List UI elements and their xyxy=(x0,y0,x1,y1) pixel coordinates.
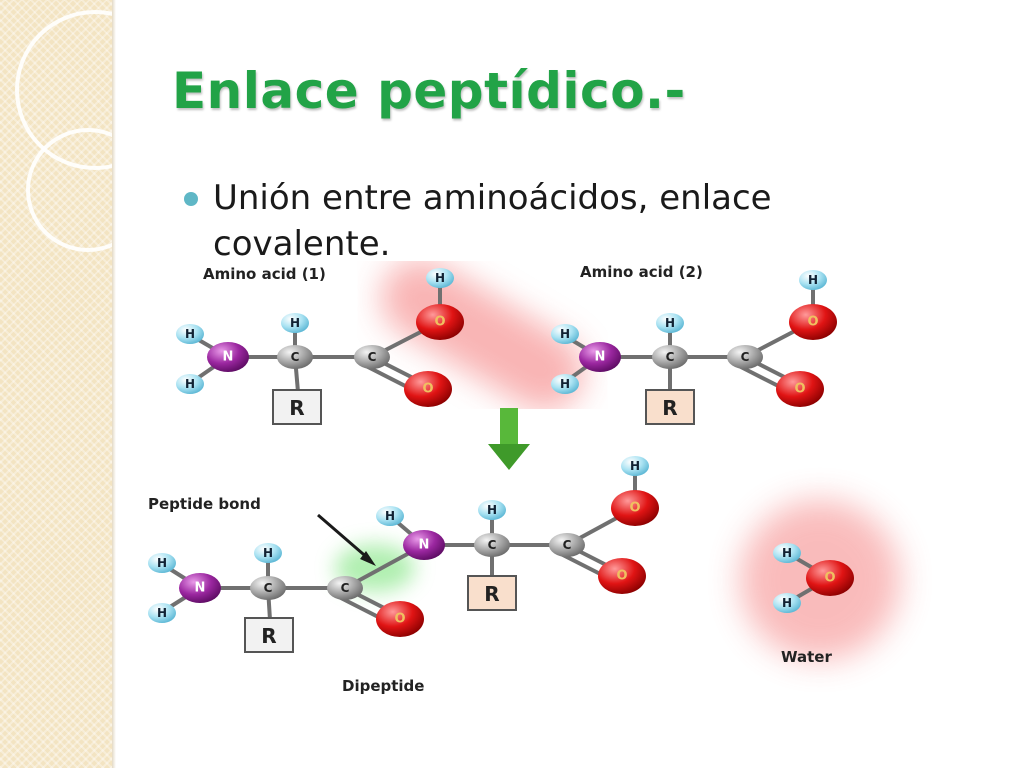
svg-text:H: H xyxy=(157,556,167,570)
svg-text:O: O xyxy=(434,315,445,330)
svg-text:H: H xyxy=(782,546,792,560)
svg-text:O: O xyxy=(824,571,835,586)
oxygen-atom: O xyxy=(776,371,824,407)
hydrogen-atom: H xyxy=(376,506,404,526)
label-dipeptide: Dipeptide xyxy=(342,677,424,695)
hydrogen-atom: H xyxy=(478,500,506,520)
oxygen-atom: O xyxy=(376,601,424,637)
svg-text:H: H xyxy=(185,377,195,391)
svg-text:O: O xyxy=(807,315,818,330)
label-amino-acid-1: Amino acid (1) xyxy=(203,265,326,283)
svg-text:H: H xyxy=(665,316,675,330)
side-strip-edge xyxy=(112,0,116,768)
hydrogen-atom: H xyxy=(551,374,579,394)
svg-text:C: C xyxy=(291,350,300,364)
carbon-atom: C xyxy=(549,533,585,557)
svg-text:H: H xyxy=(290,316,300,330)
slide-title: Enlace peptídico.- xyxy=(172,62,686,120)
svg-text:N: N xyxy=(223,350,234,365)
nitrogen-atom: N xyxy=(207,342,249,372)
svg-text:H: H xyxy=(782,596,792,610)
r-group-dipeptide-2: R xyxy=(467,575,517,611)
oxygen-atom: O xyxy=(404,371,452,407)
svg-text:C: C xyxy=(341,581,350,595)
label-peptide-bond: Peptide bond xyxy=(148,495,261,513)
hydrogen-atom: H xyxy=(656,313,684,333)
hydrogen-atom: H xyxy=(799,270,827,290)
carbon-atom: C xyxy=(250,576,286,600)
r-group-aa1: R xyxy=(272,389,322,425)
arrow-pointer-icon xyxy=(317,513,376,566)
oxygen-atom: O xyxy=(806,560,854,596)
svg-text:H: H xyxy=(487,503,497,517)
hydrogen-atom: H xyxy=(254,543,282,563)
svg-text:O: O xyxy=(794,382,805,397)
svg-text:N: N xyxy=(595,350,606,365)
svg-text:R: R xyxy=(289,396,304,420)
svg-text:O: O xyxy=(629,501,640,516)
oxygen-atom: O xyxy=(611,490,659,526)
hydrogen-atom: H xyxy=(281,313,309,333)
arrow-down-icon xyxy=(488,408,530,470)
svg-text:R: R xyxy=(484,582,499,606)
svg-text:N: N xyxy=(195,581,206,596)
water-molecule: H H O xyxy=(773,543,854,613)
amino-acid-1: H H N H C C H O O xyxy=(176,268,464,407)
hydrogen-atom: H xyxy=(176,374,204,394)
svg-text:H: H xyxy=(385,509,395,523)
svg-text:H: H xyxy=(157,606,167,620)
carbon-atom: C xyxy=(277,345,313,369)
carbon-atom: C xyxy=(727,345,763,369)
hydrogen-atom: H xyxy=(176,324,204,344)
hydrogen-atom: H xyxy=(773,593,801,613)
r-group-aa2: R xyxy=(645,389,695,425)
label-water: Water xyxy=(781,648,832,666)
oxygen-atom: O xyxy=(416,304,464,340)
svg-text:O: O xyxy=(394,612,405,627)
svg-text:H: H xyxy=(435,271,445,285)
hydrogen-atom: H xyxy=(148,553,176,573)
svg-text:H: H xyxy=(263,546,273,560)
svg-text:C: C xyxy=(666,350,675,364)
carbon-atom: C xyxy=(354,345,390,369)
svg-text:R: R xyxy=(662,396,677,420)
amino-acid-2: H H N H C C H O O xyxy=(551,270,837,407)
svg-text:R: R xyxy=(261,624,276,648)
svg-text:C: C xyxy=(488,538,497,552)
svg-text:C: C xyxy=(264,581,273,595)
hydrogen-atom: H xyxy=(426,268,454,288)
svg-text:C: C xyxy=(563,538,572,552)
hydrogen-atom: H xyxy=(621,456,649,476)
svg-text:O: O xyxy=(616,569,627,584)
svg-text:H: H xyxy=(808,273,818,287)
svg-text:H: H xyxy=(630,459,640,473)
label-amino-acid-2: Amino acid (2) xyxy=(580,263,703,281)
svg-text:C: C xyxy=(368,350,377,364)
svg-text:O: O xyxy=(422,382,433,397)
hydrogen-atom: H xyxy=(551,324,579,344)
carbon-atom: C xyxy=(652,345,688,369)
nitrogen-atom: N xyxy=(579,342,621,372)
carbon-atom: C xyxy=(327,576,363,600)
bullet-text: Unión entre aminoácidos, enlace covalent… xyxy=(213,178,772,264)
oxygen-atom: O xyxy=(789,304,837,340)
hydrogen-atom: H xyxy=(148,603,176,623)
carbon-atom: C xyxy=(474,533,510,557)
svg-text:H: H xyxy=(185,327,195,341)
svg-text:H: H xyxy=(560,327,570,341)
svg-text:C: C xyxy=(741,350,750,364)
nitrogen-atom: N xyxy=(179,573,221,603)
bullet-dot xyxy=(184,192,198,206)
decorative-side-strip xyxy=(0,0,175,768)
r-group-dipeptide-1: R xyxy=(244,617,294,653)
svg-text:H: H xyxy=(560,377,570,391)
svg-text:N: N xyxy=(419,538,430,553)
hydrogen-atom: H xyxy=(773,543,801,563)
oxygen-atom: O xyxy=(598,558,646,594)
nitrogen-atom: N xyxy=(403,530,445,560)
dipeptide: H H N H C C O H N H C C H O O xyxy=(148,456,659,637)
